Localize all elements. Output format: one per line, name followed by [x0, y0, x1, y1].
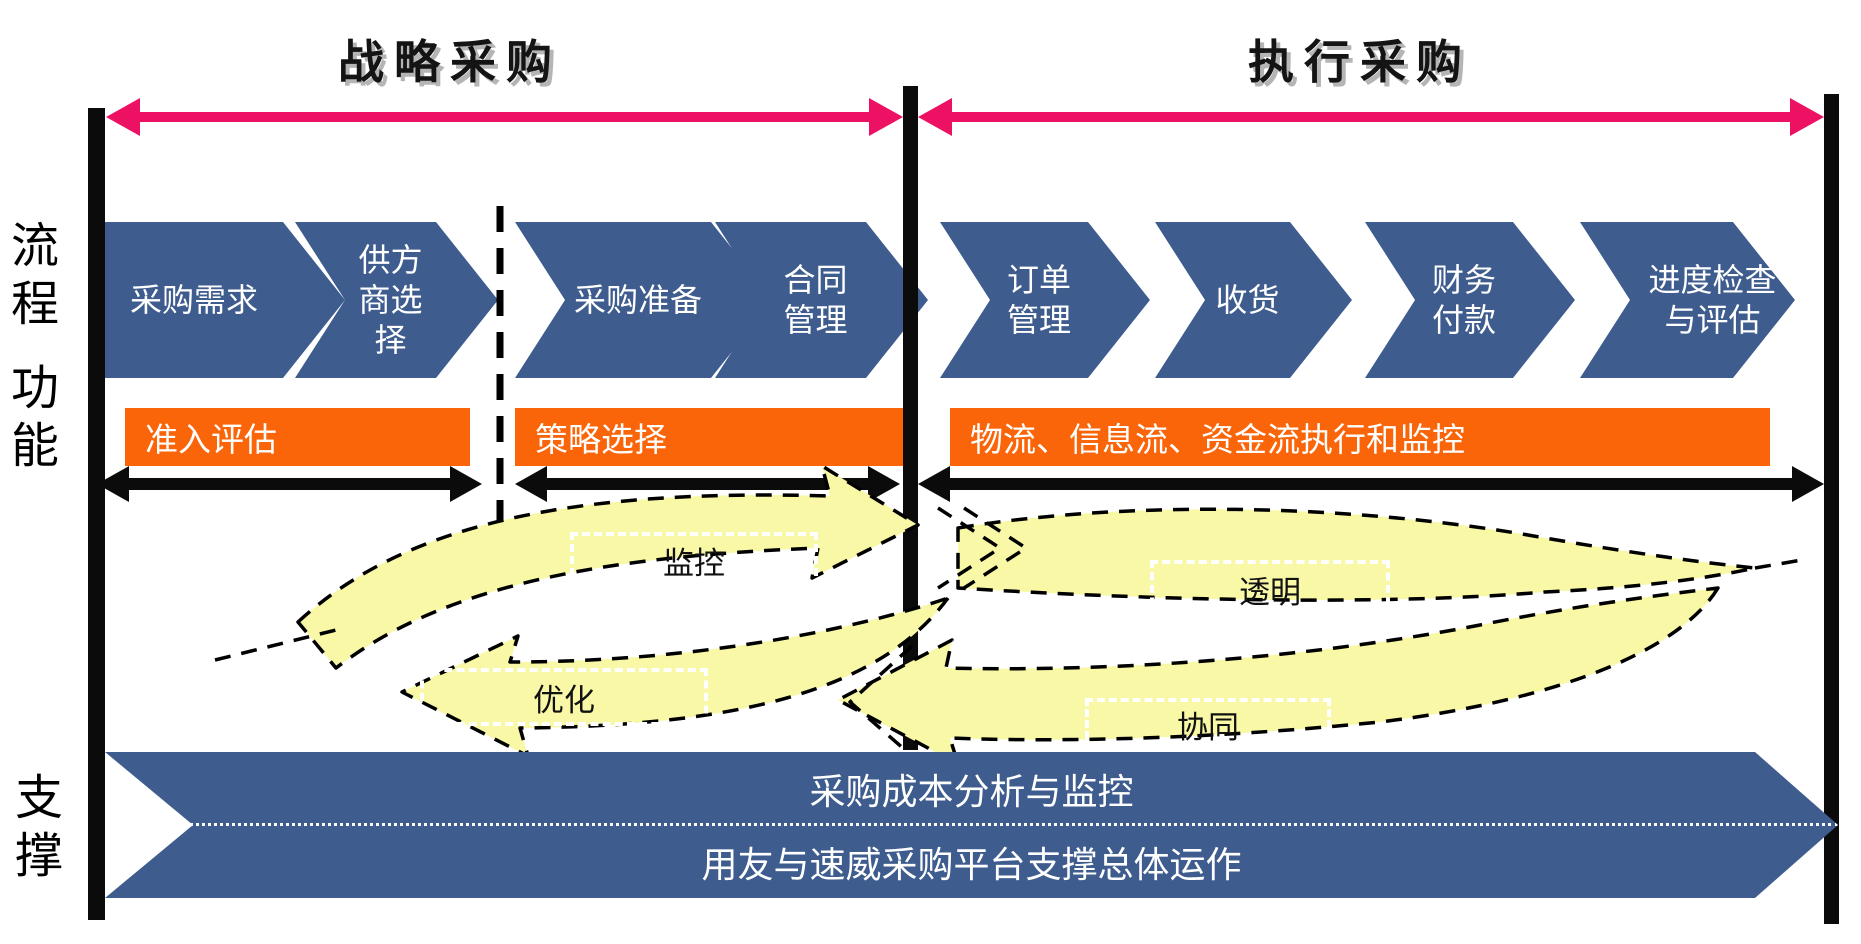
cycle-left-spike — [214, 628, 337, 662]
support-banner-line1: 采购成本分析与监控 — [809, 771, 1134, 812]
cycle-label-transparency: 透明 — [1150, 560, 1390, 618]
cycle-arrow-transparency — [956, 507, 1757, 602]
right-boundary-bar — [1824, 94, 1839, 924]
row-label-function: 功能 — [10, 362, 59, 473]
phase-title-execution: 执行采购 — [1248, 37, 1472, 88]
phase-title-strategic: 战略采购 — [338, 37, 562, 88]
cycle-label-optimization: 优化 — [420, 668, 708, 726]
black-double-arrow-strategy — [515, 466, 900, 502]
cycle-label-collaboration: 协同 — [1085, 698, 1331, 750]
cycle-arrow-monitoring — [296, 464, 920, 670]
function-bar-access-evaluation: 准入评估 — [125, 408, 470, 466]
pink-double-arrow-execution — [918, 98, 1824, 136]
double-chevron-left-decoration — [848, 644, 914, 758]
left-boundary-bar — [88, 108, 105, 920]
cycle-arrow-optimization — [400, 596, 950, 758]
row-label-process: 流程 — [10, 220, 59, 331]
center-boundary-bar — [903, 86, 918, 750]
cycle-label-monitoring: 监控 — [570, 532, 818, 588]
function-bar-strategy-selection: 策略选择 — [515, 408, 903, 466]
support-banner-line2: 用友与速威采购平台支撑总体运作 — [701, 844, 1242, 885]
cycle-right-spike — [1754, 558, 1803, 570]
double-chevron-right-decoration — [937, 506, 1002, 590]
function-bar-flows-execution-monitoring: 物流、信息流、资金流执行和监控 — [950, 408, 1770, 466]
black-double-arrow-access — [97, 466, 482, 502]
black-double-arrow-execution — [918, 466, 1824, 502]
support-banner-arrow: 采购成本分析与监控 用友与速威采购平台支撑总体运作 — [105, 752, 1838, 898]
double-chevron-right-decoration — [963, 506, 1028, 590]
support-banner-divider — [105, 823, 1838, 826]
pink-double-arrow-strategic — [106, 98, 903, 136]
row-label-support: 支撑 — [14, 772, 63, 883]
cycle-arrow-collaboration — [836, 586, 1720, 766]
chevron-procurement-preparation: 采购准备 — [515, 222, 773, 378]
